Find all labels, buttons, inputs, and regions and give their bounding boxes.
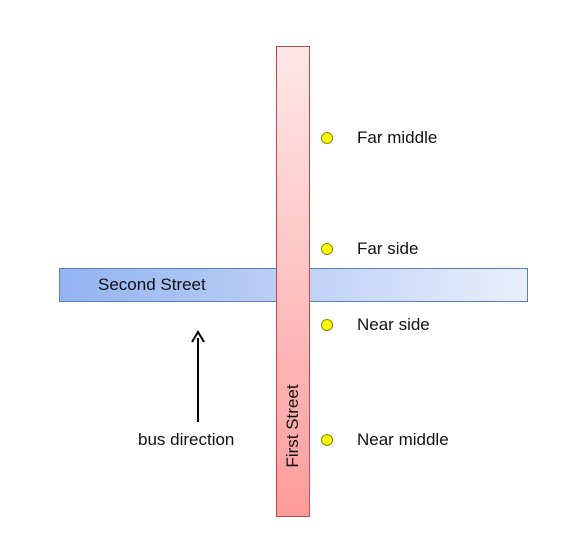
bus-direction-label: bus direction — [138, 430, 235, 449]
first-street-label: First Street — [283, 384, 302, 468]
far-middle-stop-icon — [321, 132, 333, 144]
near-side-stop-icon — [321, 319, 333, 331]
far-side-stop-label: Far side — [357, 239, 419, 258]
first-street-road — [276, 46, 310, 517]
far-middle-stop-label: Far middle — [357, 128, 438, 147]
second-street-label: Second Street — [98, 275, 206, 294]
far-side-stop-icon — [321, 243, 333, 255]
near-side-stop-label: Near side — [357, 315, 430, 334]
up-arrow-icon — [191, 330, 205, 422]
near-middle-stop-icon — [321, 434, 333, 446]
near-middle-stop-label: Near middle — [357, 430, 449, 449]
